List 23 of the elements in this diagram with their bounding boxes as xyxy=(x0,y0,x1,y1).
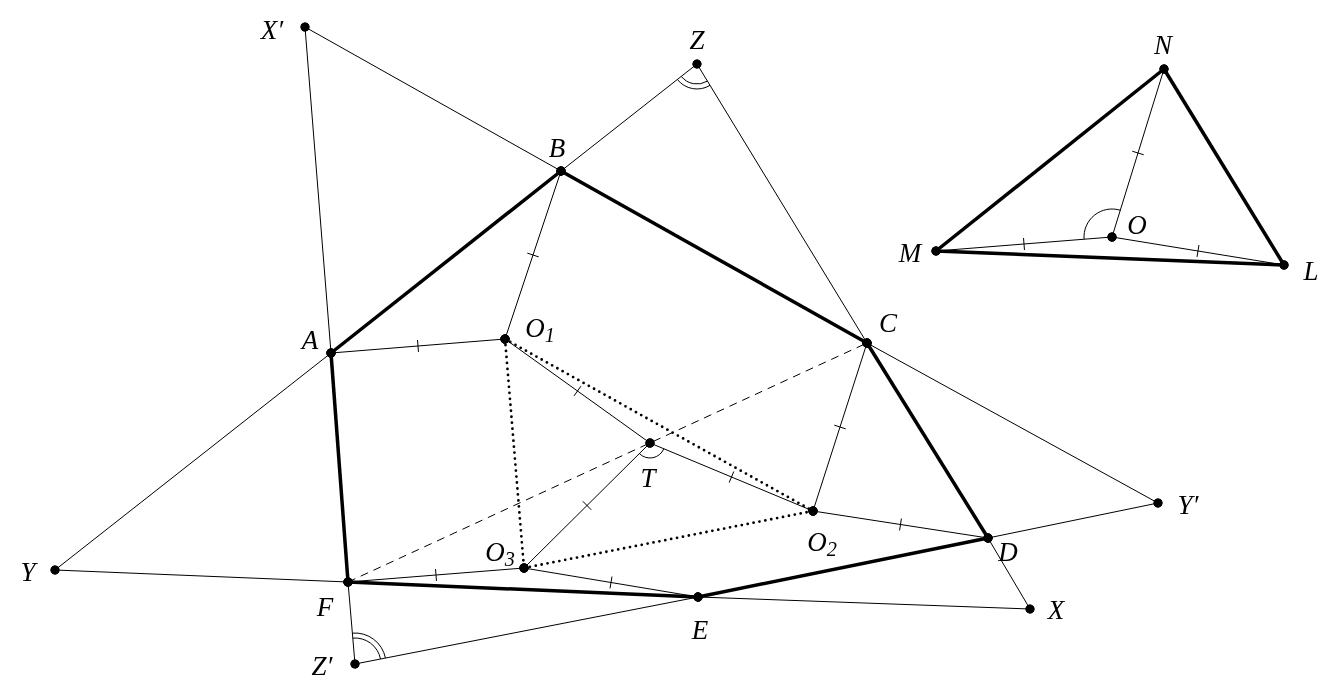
point-label: F xyxy=(316,593,334,621)
line-segment xyxy=(1107,232,1289,270)
point-label: Z′ xyxy=(311,652,333,680)
point-label: X xyxy=(1047,596,1065,624)
point-label: Y′ xyxy=(1177,491,1199,519)
point-label: N xyxy=(1154,31,1172,59)
point-label: D xyxy=(998,538,1018,566)
point-label: O$_{3}$ xyxy=(485,538,515,566)
point-label: T xyxy=(640,464,656,492)
line-segment xyxy=(519,506,818,573)
point-label: B xyxy=(548,134,566,162)
point-label: A xyxy=(301,326,319,354)
point-label: M xyxy=(898,239,922,267)
point-label: E xyxy=(691,616,709,644)
point-label: X′ xyxy=(260,16,284,44)
point-label: O$_{1}$ xyxy=(525,314,555,342)
point-label: L xyxy=(1303,257,1319,285)
point-label: O$_{2}$ xyxy=(807,528,837,556)
point-label: O xyxy=(1127,211,1147,239)
point-label: Y xyxy=(20,558,36,586)
line-segment xyxy=(343,338,872,587)
point-label: Z xyxy=(689,26,705,54)
point-label: C xyxy=(879,309,897,337)
